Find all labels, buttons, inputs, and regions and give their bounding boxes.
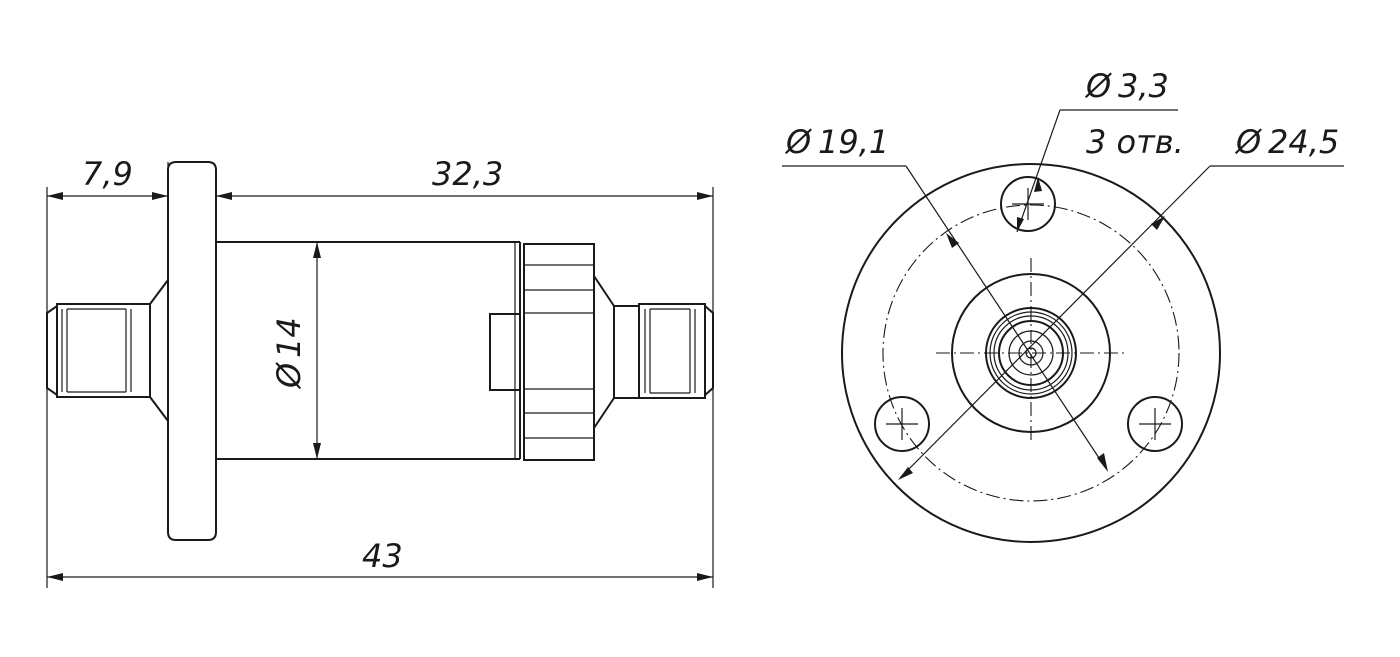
flange-offset-label: 7,9 xyxy=(82,155,133,193)
body xyxy=(216,241,521,460)
mounting-hole xyxy=(1127,396,1183,452)
bolt-circle-label: 19,1 xyxy=(818,123,889,161)
dim-overall-length: 43 xyxy=(47,537,713,581)
side-view: 7,9 32,3 43 Ø 14 xyxy=(46,155,714,588)
body-length-label: 32,3 xyxy=(432,155,503,193)
bolt-circle xyxy=(882,204,1180,502)
flange xyxy=(167,161,217,541)
hole-diameter-symbol: Ø xyxy=(1084,67,1112,105)
hole-count-label: 3 отв. xyxy=(1086,123,1184,161)
mounting-hole xyxy=(1000,176,1056,232)
boss xyxy=(951,273,1111,433)
hex-nut xyxy=(523,243,615,461)
hole-diameter-label: 3,3 xyxy=(1118,67,1169,105)
dim-hole-diameter: Ø 3,3 3 отв. xyxy=(1016,67,1184,233)
flange-diameter-label: 24,5 xyxy=(1268,123,1339,161)
mounting-hole xyxy=(874,396,930,452)
dim-bolt-circle: Ø 19,1 xyxy=(782,123,1108,472)
flange-diameter-symbol: Ø xyxy=(1234,123,1262,161)
dim-flange-diameter: Ø 24,5 xyxy=(898,123,1344,480)
left-connector xyxy=(46,279,169,422)
right-connector xyxy=(613,303,714,399)
overall-length-label: 43 xyxy=(362,537,403,575)
mounting-holes xyxy=(874,176,1183,452)
dim-body-length: 32,3 xyxy=(216,155,713,200)
dim-flange-offset: 7,9 xyxy=(47,155,168,200)
bolt-circle-symbol: Ø xyxy=(784,123,812,161)
center-pin xyxy=(1025,347,1037,359)
body-diameter-label: 14 xyxy=(270,317,308,358)
front-view: Ø 19,1 Ø 24,5 Ø 3,3 3 отв. xyxy=(782,67,1344,543)
dim-body-diameter: Ø 14 xyxy=(270,242,321,459)
flange-outline xyxy=(841,163,1221,543)
body-diameter-symbol: Ø xyxy=(270,362,308,390)
